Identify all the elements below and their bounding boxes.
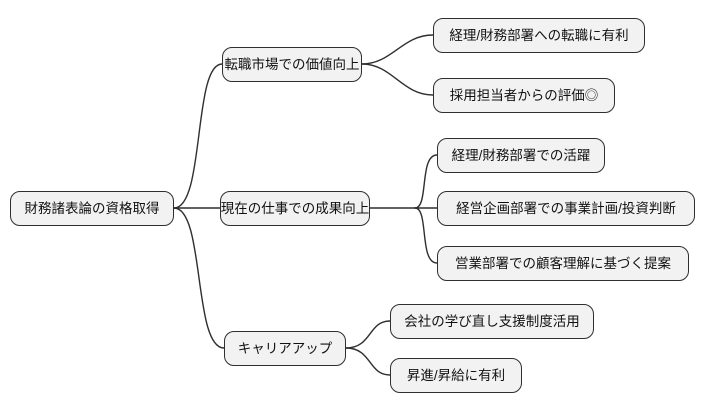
node-branch-career-up: キャリアアップ <box>224 331 346 366</box>
node-leaf-accounting-finance-active: 経理/財務部署での活躍 <box>437 138 605 173</box>
node-branch-current-job-results: 現在の仕事での成果向上 <box>220 191 370 226</box>
connector-root-to-branch-job-market <box>173 63 223 209</box>
connector-branch3-to-leaf-relearning <box>345 320 391 349</box>
node-root-qualification: 財務諸表論の資格取得 <box>10 191 174 226</box>
node-leaf-recruiter-evaluation: 採用担当者からの評価◎ <box>433 78 615 113</box>
connector-branch3-to-leaf-promotion <box>345 347 391 376</box>
node-branch-job-market-value: 転職市場での価値向上 <box>222 47 362 82</box>
node-leaf-sales-customer-proposal: 営業部署での顧客理解に基づく提案 <box>437 246 689 281</box>
node-leaf-promotion-raise: 昇進/昇給に有利 <box>390 358 522 393</box>
node-leaf-business-planning-investment: 経営企画部署での事業計画/投資判断 <box>437 191 695 226</box>
node-leaf-accounting-finance-transfer: 経理/財務部署への転職に有利 <box>433 18 645 53</box>
connector-branch1-to-leaf-transfer <box>361 34 434 65</box>
connector-branch2-to-leaf-accounting-active <box>414 154 438 209</box>
connector-branch1-to-leaf-recruiter <box>361 63 434 96</box>
connector-root-to-branch-career-up <box>173 207 225 349</box>
connector-branch2-to-leaf-sales-proposal <box>414 207 438 264</box>
node-leaf-relearning-support: 会社の学び直し支援制度活用 <box>390 304 594 339</box>
